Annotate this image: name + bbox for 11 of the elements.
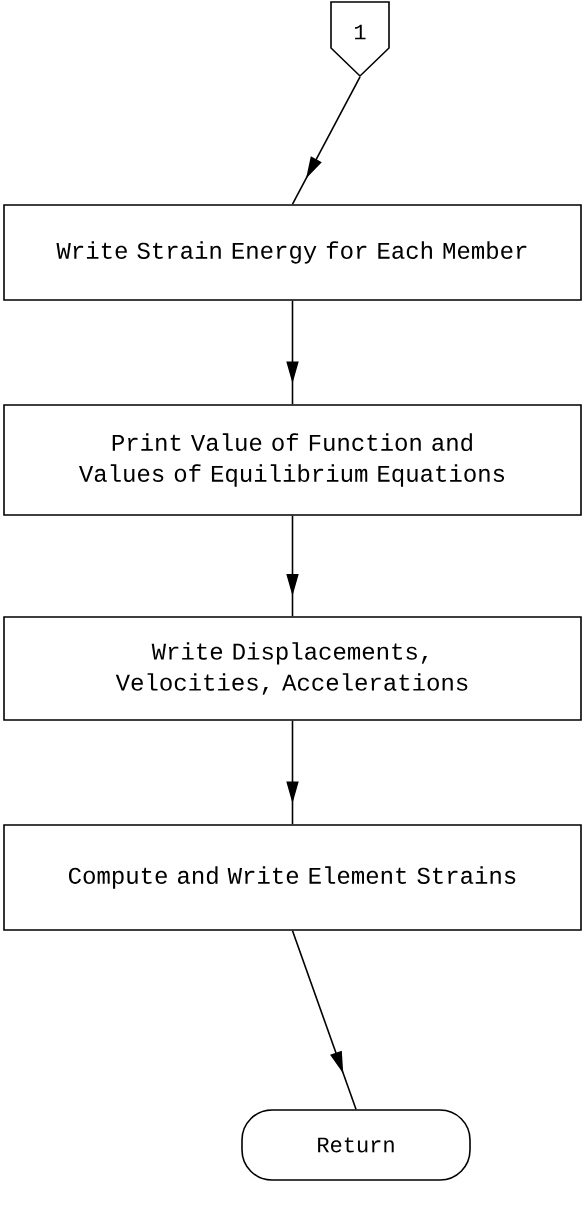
- process-box: Compute and Write Element Strains: [3, 824, 582, 931]
- process-box: Write Strain Energy for Each Member: [3, 204, 582, 301]
- arrow: [286, 720, 299, 825]
- process-box: Print Value of Function and Values of Equilibrium Equations: [3, 404, 582, 516]
- arrow: [291, 930, 357, 1110]
- arrow: [286, 515, 299, 617]
- arrow: [286, 300, 299, 405]
- terminator: Return: [241, 1109, 471, 1181]
- arrow: [291, 76, 361, 205]
- process-box: Write Displacements, Velocities, Accelerations: [3, 616, 582, 721]
- off-page-connector: 1: [330, 1, 390, 78]
